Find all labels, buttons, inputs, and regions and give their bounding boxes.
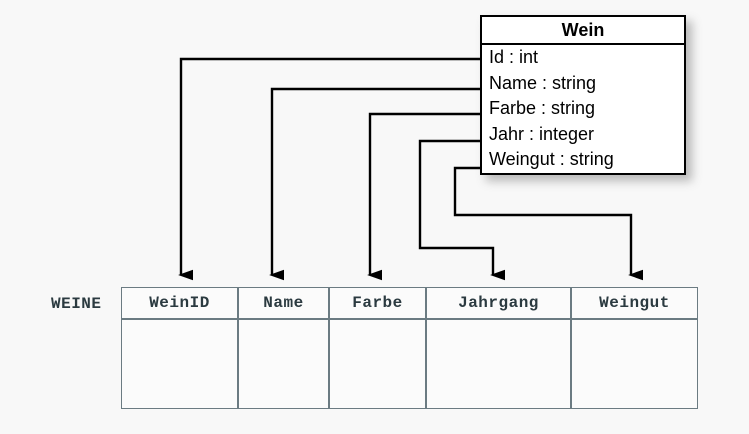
table-cell-jahrgang[interactable] xyxy=(426,319,571,409)
uml-attribute-list: Id : int Name : string Farbe : string Ja… xyxy=(482,45,684,173)
table-row xyxy=(121,319,698,409)
uml-attribute-jahr[interactable]: Jahr : integer xyxy=(489,123,595,144)
uml-class-title: Wein xyxy=(482,17,684,45)
connector-farbe-to-farbe xyxy=(367,112,480,281)
uml-class-box[interactable]: Wein Id : int Name : string Farbe : stri… xyxy=(480,15,686,175)
relational-table: WeinID Name Farbe Jahrgang Weingut xyxy=(121,287,698,409)
table-cell-weingut[interactable] xyxy=(571,319,698,409)
connector-jahr-to-jahrgang xyxy=(418,139,505,281)
table-header-name[interactable]: Name xyxy=(238,287,329,319)
table-cell-farbe[interactable] xyxy=(329,319,426,409)
connector-id-to-weinid xyxy=(178,57,480,281)
table-header-jahrgang[interactable]: Jahrgang xyxy=(426,287,571,319)
table-header-weinid[interactable]: WeinID xyxy=(121,287,238,319)
uml-attribute-name[interactable]: Name : string xyxy=(489,72,597,93)
table-header-weingut[interactable]: Weingut xyxy=(571,287,698,319)
table-header-row: WeinID Name Farbe Jahrgang Weingut xyxy=(121,287,698,319)
connector-name-to-name xyxy=(269,87,480,281)
uml-attribute-weingut[interactable]: Weingut : string xyxy=(489,149,614,169)
table-cell-weinid[interactable] xyxy=(121,319,238,409)
table-cell-name[interactable] xyxy=(238,319,329,409)
uml-attribute-farbe[interactable]: Farbe : string xyxy=(489,98,596,118)
table-header-farbe[interactable]: Farbe xyxy=(329,287,426,319)
connector-weingut-to-weingut xyxy=(453,166,643,281)
relational-table-label: WEINE xyxy=(51,295,102,313)
uml-attribute-id[interactable]: Id : int xyxy=(489,47,539,67)
